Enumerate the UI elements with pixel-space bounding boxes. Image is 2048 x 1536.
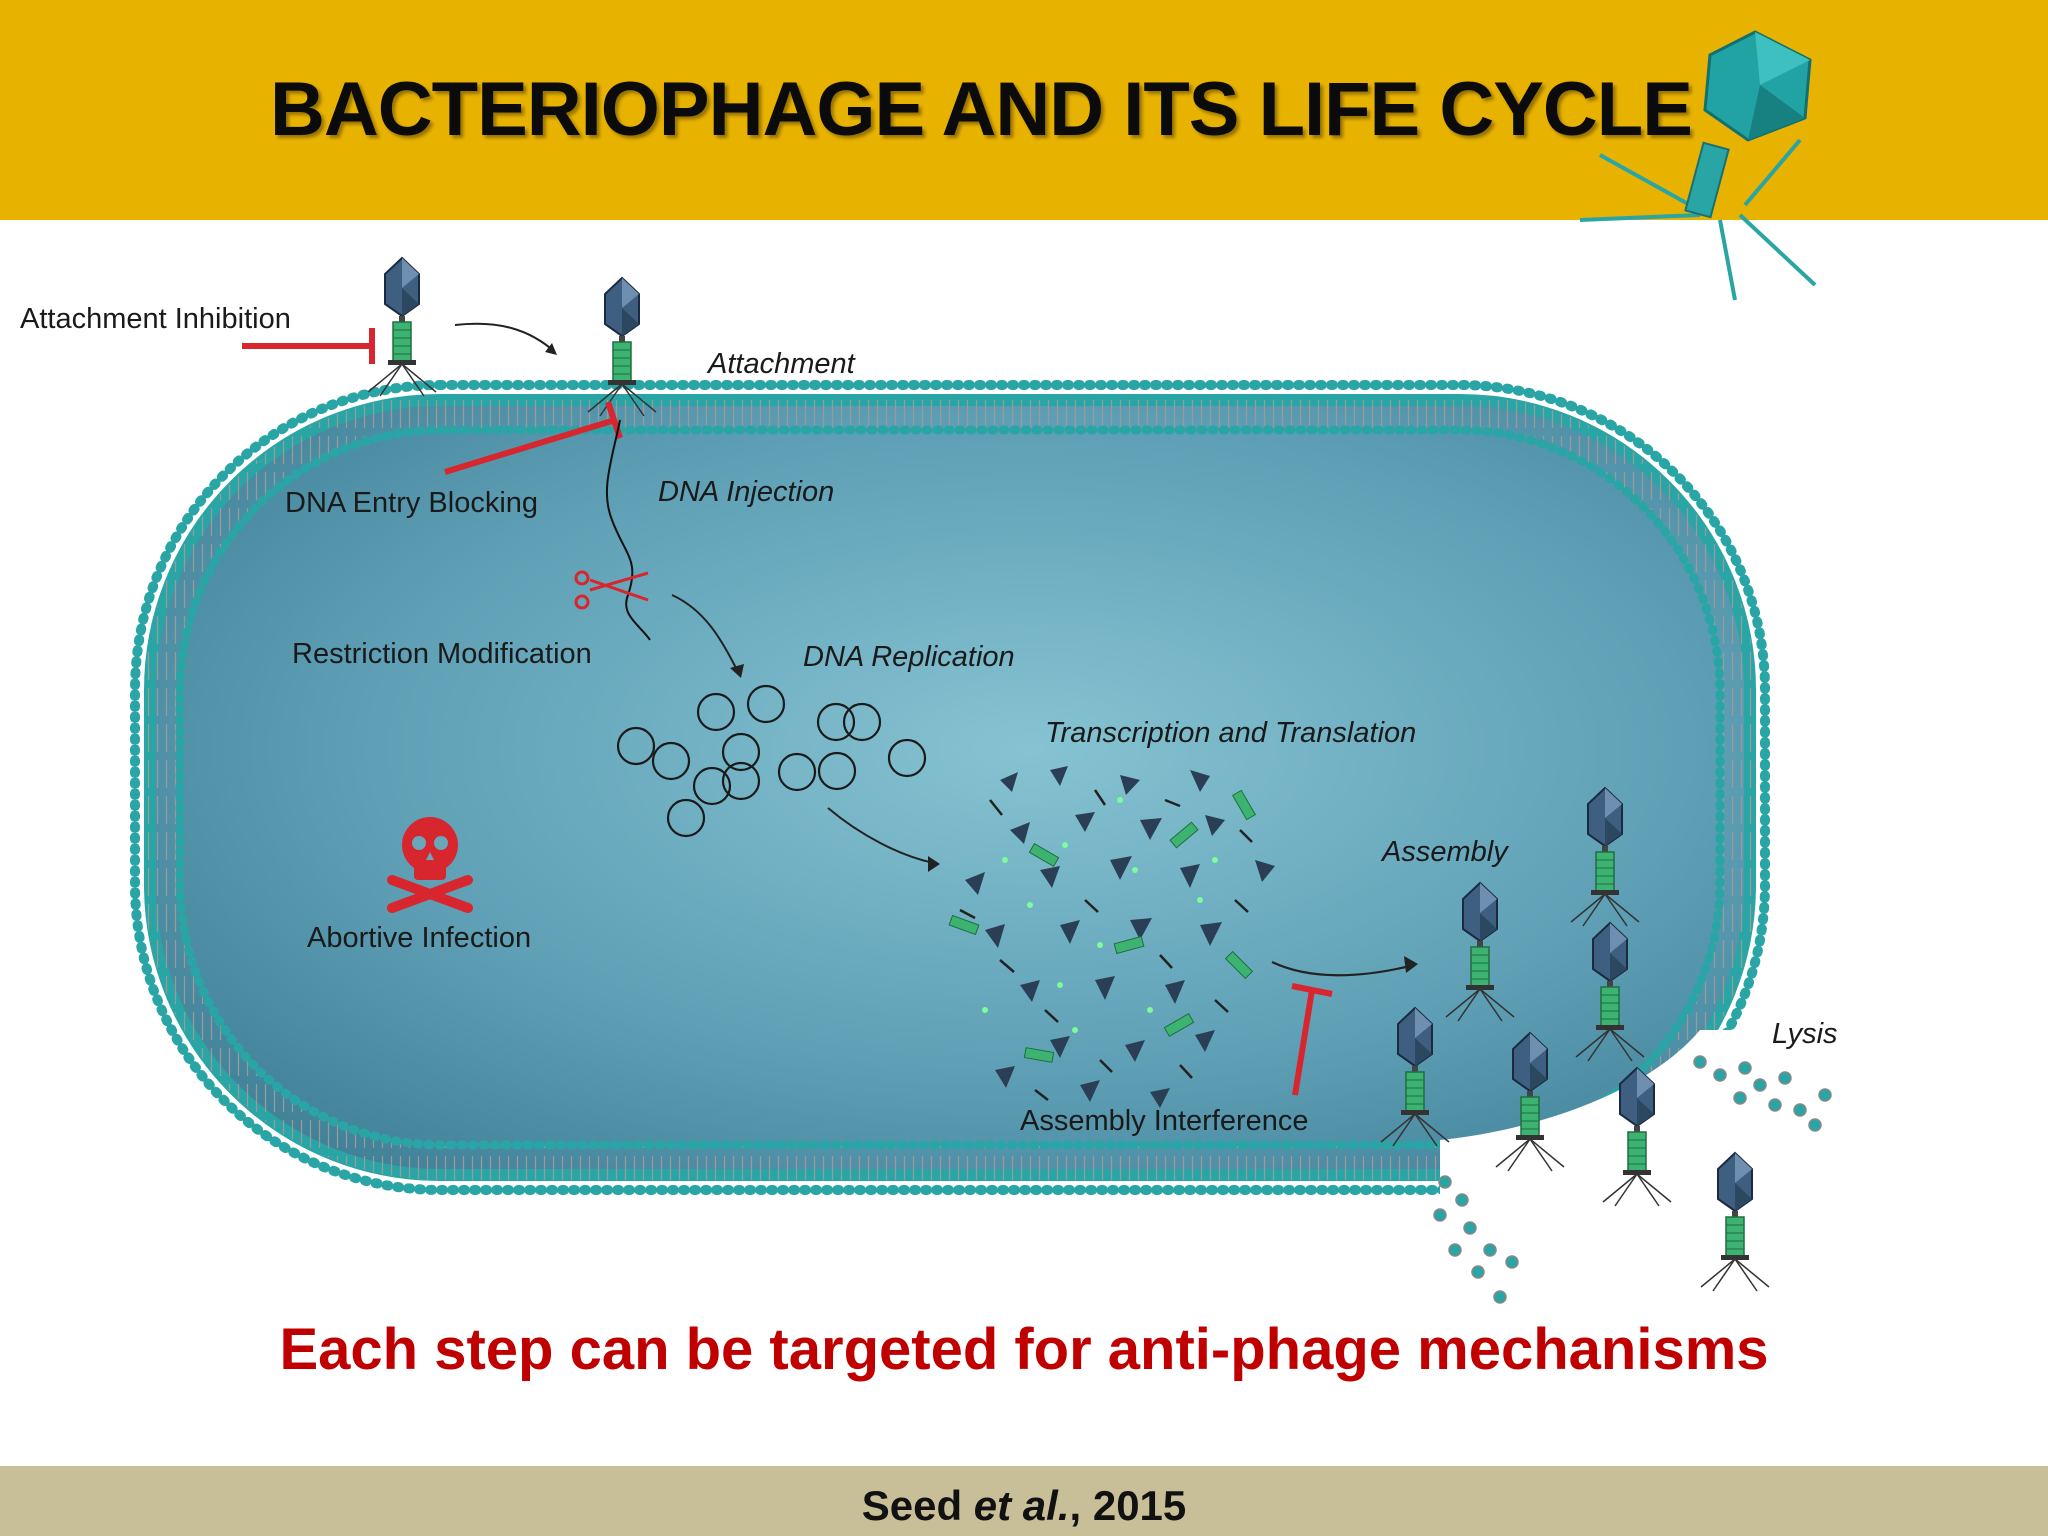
bacteriophage-icon — [367, 257, 437, 397]
label-abortive-infection: Abortive Infection — [307, 922, 531, 954]
label-attachment-inhibition: Attachment Inhibition — [20, 303, 291, 335]
inhibition-arrow-icon — [242, 328, 375, 364]
citation-year: , 2015 — [1069, 1482, 1187, 1529]
label-dna-replication: DNA Replication — [803, 641, 1015, 673]
slide-title: BACTERIOPHAGE AND ITS LIFE CYCLE — [270, 67, 1693, 152]
label-assembly-interference: Assembly Interference — [1020, 1105, 1309, 1137]
label-assembly: Assembly — [1380, 836, 1509, 868]
bacterial-cell — [130, 380, 1770, 1200]
label-lysis: Lysis — [1772, 1018, 1838, 1050]
phage-parts-cloud — [948, 766, 1275, 1108]
dna-plasmid-circles — [616, 684, 927, 838]
label-dna-entry-blocking: DNA Entry Blocking — [285, 487, 538, 519]
key-message: Each step can be targeted for anti-phage… — [279, 1317, 1769, 1382]
inhibition-arrow-icon — [1291, 983, 1333, 1096]
label-attachment: Attachment — [706, 348, 857, 380]
bacteriophage-icon — [1700, 1152, 1770, 1292]
skull-crossbones-icon — [387, 817, 473, 913]
phage-life-cycle-diagram: Attachment Inhibition Attachment DNA Ent… — [20, 30, 1838, 1304]
bacteriophage-icon — [1579, 30, 1817, 301]
lysis-fragments — [1433, 1055, 1832, 1304]
citation-author: Seed — [861, 1482, 963, 1529]
label-restriction-modification: Restriction Modification — [292, 638, 592, 670]
label-dna-injection: DNA Injection — [658, 476, 834, 508]
citation: Seed et al., 2015 — [0, 1482, 2048, 1530]
scissors-icon — [574, 570, 649, 610]
citation-bar — [0, 1466, 2048, 1536]
label-transcription-translation: Transcription and Translation — [1045, 717, 1416, 749]
citation-etal: et al. — [973, 1482, 1070, 1529]
